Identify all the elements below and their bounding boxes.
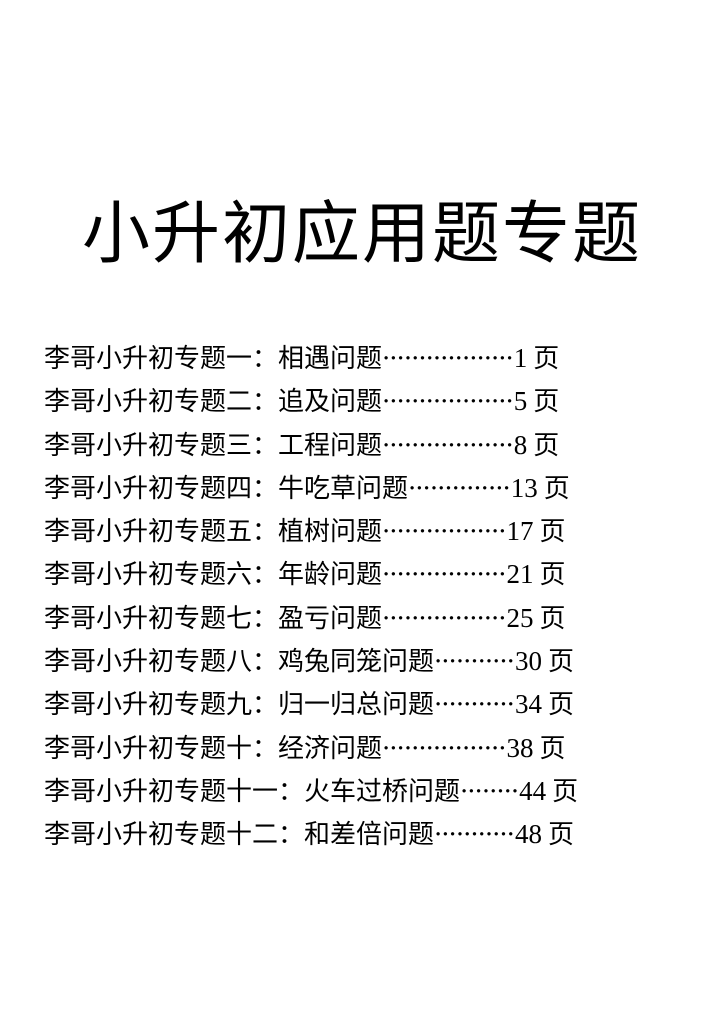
toc-page-number: 13 — [510, 472, 538, 503]
toc-page-number: 25 — [506, 602, 534, 633]
toc-page-unit: 页 — [539, 603, 566, 634]
toc-page-unit: 页 — [552, 776, 579, 807]
toc-page-unit: 页 — [539, 733, 566, 764]
toc-page-number: 8 — [513, 429, 528, 460]
toc-page-unit: 页 — [543, 473, 570, 504]
toc-dot-leader: ·················· — [382, 344, 513, 374]
toc-page-number: 21 — [506, 559, 534, 590]
toc-page-unit: 页 — [547, 690, 574, 721]
toc-entry-prefix: 李哥小升初专题七： — [44, 603, 279, 634]
toc-entry: 李哥小升初专题九： 归一归总问题 ··········· 34 页 — [44, 683, 684, 726]
toc-dot-leader: ················· — [382, 517, 506, 548]
toc-dot-leader: ········ — [460, 776, 519, 807]
toc-entry: 李哥小升初专题十一： 火车过桥问题 ········ 44 页 — [44, 770, 684, 813]
toc-entry-prefix: 李哥小升初专题八： — [44, 647, 279, 678]
page-title: 小升初应用题专题 — [81, 195, 642, 274]
toc-entry-topic: 和差倍问题 — [304, 820, 435, 851]
toc-page-number: 5 — [513, 386, 528, 417]
toc-entry: 李哥小升初专题七： 盈亏问题 ················· 25 页 — [44, 597, 684, 640]
toc-entry: 李哥小升初专题六： 年龄问题 ················· 21 页 — [44, 553, 684, 596]
toc-page-unit: 页 — [547, 820, 574, 851]
toc-entry-prefix: 李哥小升初专题五： — [44, 517, 279, 548]
toc-dot-leader: ················· — [382, 560, 506, 591]
toc-entry: 李哥小升初专题十： 经济问题 ················· 38 页 — [44, 727, 684, 770]
toc-page-unit: 页 — [533, 430, 560, 461]
toc-page-unit: 页 — [533, 387, 560, 418]
toc-entry-prefix: 李哥小升初专题十： — [44, 733, 279, 764]
toc-entry: 李哥小升初专题四： 牛吃草问题 ·············· 13 页 — [44, 467, 684, 510]
toc-entry-prefix: 李哥小升初专题一： — [44, 344, 279, 374]
toc-dot-leader: ················· — [382, 733, 506, 764]
toc-entry-topic: 追及问题 — [278, 387, 383, 418]
toc-entry-prefix: 李哥小升初专题十二： — [44, 820, 305, 851]
toc-entry: 李哥小升初专题八： 鸡兔同笼问题 ··········· 30 页 — [44, 640, 684, 683]
toc-entry-topic: 年龄问题 — [278, 560, 383, 591]
toc-entry: 李哥小升初专题三： 工程问题 ·················· 8 页 — [44, 424, 684, 467]
toc-entry-topic: 相遇问题 — [278, 344, 383, 374]
toc-entry: 李哥小升初专题五： 植树问题 ················· 17 页 — [44, 510, 684, 553]
table-of-contents: 李哥小升初专题一： 相遇问题 ·················· 1 页 李哥… — [44, 337, 684, 857]
toc-page-number: 34 — [514, 689, 542, 720]
toc-entry-topic: 盈亏问题 — [278, 603, 383, 634]
toc-entry-prefix: 李哥小升初专题六： — [44, 560, 279, 591]
toc-entry: 李哥小升初专题十二： 和差倍问题 ··········· 48 页 — [44, 813, 684, 856]
toc-dot-leader: ·············· — [408, 473, 510, 504]
toc-page-unit: 页 — [539, 517, 566, 548]
toc-dot-leader: ··········· — [434, 820, 514, 851]
toc-dot-leader: ··········· — [434, 647, 514, 678]
toc-entry-prefix: 李哥小升初专题十一： — [44, 776, 305, 807]
toc-entry-topic: 归一归总问题 — [278, 690, 435, 721]
toc-dot-leader: ·················· — [382, 430, 513, 461]
toc-dot-leader: ·················· — [382, 387, 513, 418]
toc-page-number: 30 — [514, 646, 542, 677]
toc-entry-topic: 牛吃草问题 — [278, 473, 409, 504]
toc-entry-topic: 工程问题 — [278, 430, 383, 461]
toc-dot-leader: ················· — [382, 603, 506, 634]
toc-entry-topic: 鸡兔同笼问题 — [278, 647, 435, 678]
toc-dot-leader: ··········· — [434, 690, 514, 721]
toc-entry-topic: 植树问题 — [278, 517, 383, 548]
toc-entry-prefix: 李哥小升初专题二： — [44, 387, 279, 418]
toc-entry: 李哥小升初专题二： 追及问题 ·················· 5 页 — [44, 380, 684, 423]
toc-page-unit: 页 — [533, 344, 560, 374]
toc-page-number: 17 — [506, 516, 534, 547]
toc-page-number: 44 — [519, 775, 547, 806]
toc-page-number: 48 — [514, 819, 542, 850]
toc-entry-prefix: 李哥小升初专题四： — [44, 473, 279, 504]
toc-page-unit: 页 — [547, 647, 574, 678]
toc-page-number: 1 — [513, 343, 528, 373]
toc-entry-topic: 火车过桥问题 — [304, 776, 461, 807]
toc-entry-prefix: 李哥小升初专题九： — [44, 690, 279, 721]
toc-page-unit: 页 — [539, 560, 566, 591]
toc-entry-prefix: 李哥小升初专题三： — [44, 430, 279, 461]
toc-page-number: 38 — [506, 732, 534, 763]
toc-entry: 李哥小升初专题一： 相遇问题 ·················· 1 页 — [44, 337, 684, 380]
toc-entry-topic: 经济问题 — [278, 733, 383, 764]
